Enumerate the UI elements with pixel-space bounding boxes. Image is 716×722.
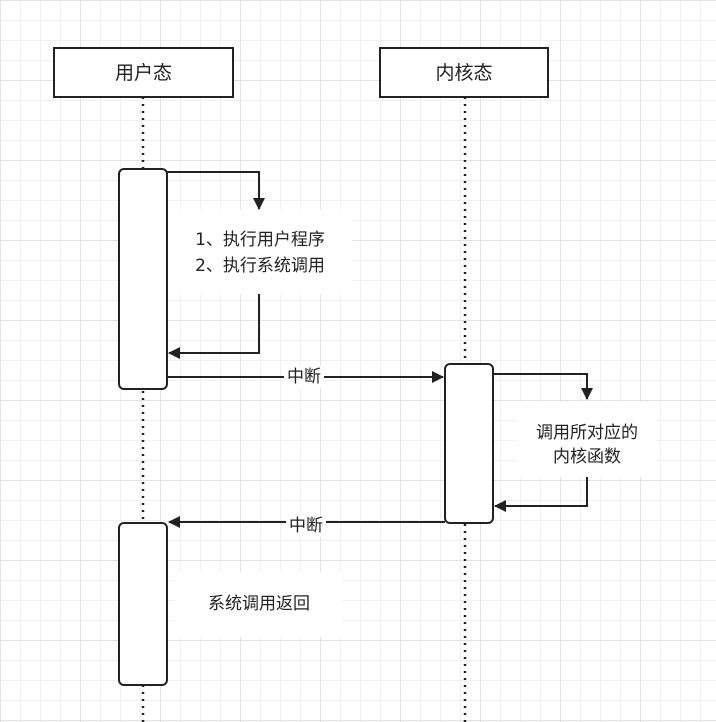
- user-exec-note: [168, 210, 352, 294]
- kernel-func-note: [517, 402, 657, 477]
- kernel-self-call-back: [494, 477, 588, 512]
- kernel-func-note-line1: 调用所对应的: [536, 423, 638, 443]
- syscall-return-note: [174, 572, 342, 637]
- user-activation-1: [118, 168, 168, 390]
- kernel-activation: [444, 363, 494, 524]
- user-activation-2: [118, 522, 168, 686]
- user-actor-label: 用户态: [114, 62, 172, 84]
- interrupt-to-user-label: 中断: [286, 515, 326, 537]
- user-self-call-out: [167, 171, 265, 210]
- user-exec-note-line1: 1、执行用户程序: [195, 230, 325, 250]
- kernel-actor-label: 内核态: [435, 62, 493, 84]
- user-exec-note-line2: 2、执行系统调用: [195, 256, 325, 276]
- syscall-return-note-text: 系统调用返回: [208, 594, 310, 614]
- interrupt-to-kernel-label: 中断: [284, 366, 324, 388]
- user-self-call-back: [168, 294, 260, 359]
- kernel-self-call-out: [493, 373, 593, 400]
- kernel-actor-box: [379, 47, 549, 98]
- kernel-func-note-line2: 内核函数: [553, 447, 621, 467]
- user-actor-box: [53, 47, 234, 98]
